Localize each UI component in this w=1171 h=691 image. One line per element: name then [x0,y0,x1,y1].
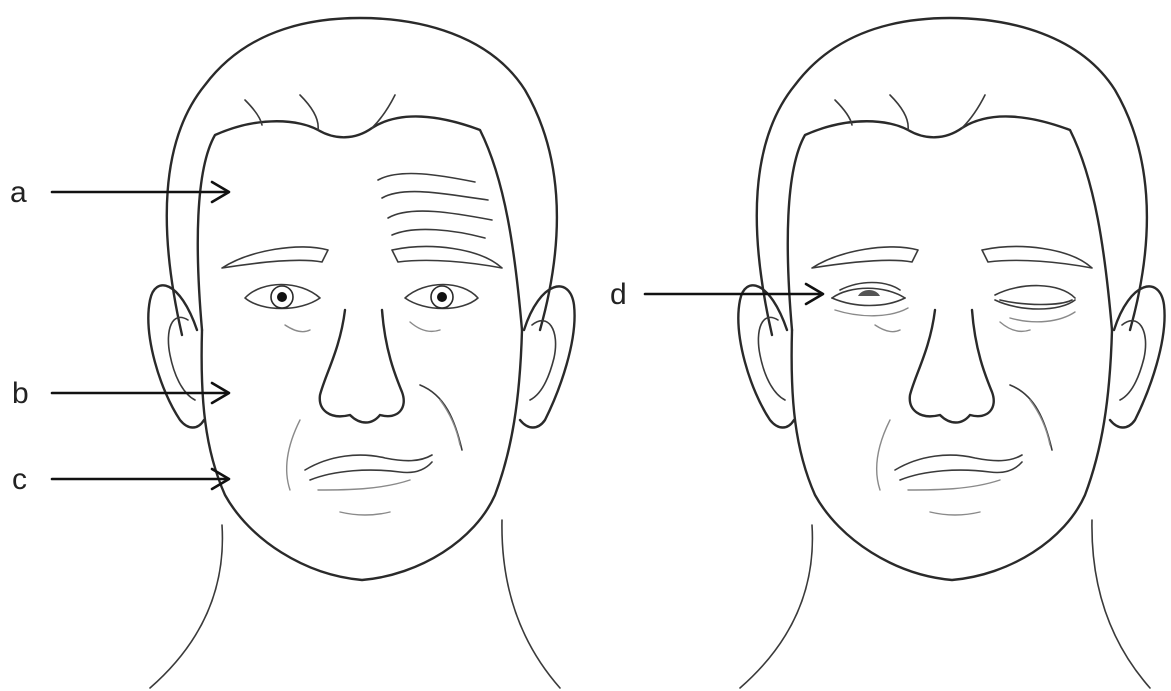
arrow-a [52,182,229,202]
left-face-lip-lower [318,480,410,490]
right-face-ear-right-inner [1120,321,1146,400]
right-face-fold-right [1010,385,1052,450]
right-face-chin [930,512,980,515]
right-neck [740,525,812,688]
right-face [738,18,1164,688]
left-hairline [198,116,522,330]
right-face-undereye-right [1000,322,1030,331]
right-neck-right [1092,520,1150,688]
left-face-fold-left [287,420,300,490]
left-face-eye-left [245,285,320,309]
label-c: c [12,463,27,496]
label-a: a [10,176,27,209]
right-face-brow-left [812,247,918,268]
right-face-mouth-lower [900,462,1022,480]
right-face-undereye-left [875,325,900,332]
right-face-mouth-upper [895,455,1022,470]
left-neck-right [502,520,560,688]
left-face-chin [340,512,390,515]
right-face-brow-right [982,247,1092,268]
label-d: d [610,278,627,311]
forehead-wrinkle-4 [392,229,485,238]
arrow-d [645,284,823,304]
left-neck [150,525,222,688]
forehead-wrinkle-2 [382,192,488,200]
label-b: b [12,377,29,410]
left-face-brow-right [392,247,502,268]
left-face-eye-right [405,285,478,309]
left-face-undereye-right [410,322,440,331]
right-face-fold-left [877,420,890,490]
right-face-lip-lower [908,480,1000,490]
left-face-ear-right-inner [530,321,556,400]
left-face-mouth-lower [310,462,432,480]
forehead-wrinkle-1 [378,174,475,182]
left-face-undereye-left [285,325,310,332]
left-face-nose [320,310,404,423]
right-face-ear-right [1110,286,1165,427]
left-face-fold-right-2 [440,400,460,445]
right-hairline [788,116,1112,330]
left-face-ear-right [520,286,575,427]
right-face-eye-right [995,286,1075,322]
forehead-wrinkle-3 [388,211,492,220]
right-face-eye-left [832,283,908,316]
left-face [148,18,574,688]
left-face-brow-left [222,247,328,268]
right-face-fold-right-2 [1030,400,1050,445]
arrow-c [52,469,229,489]
right-face-nose [910,310,994,423]
left-face-mouth-upper [305,455,432,470]
left-face-fold-right [420,385,462,450]
